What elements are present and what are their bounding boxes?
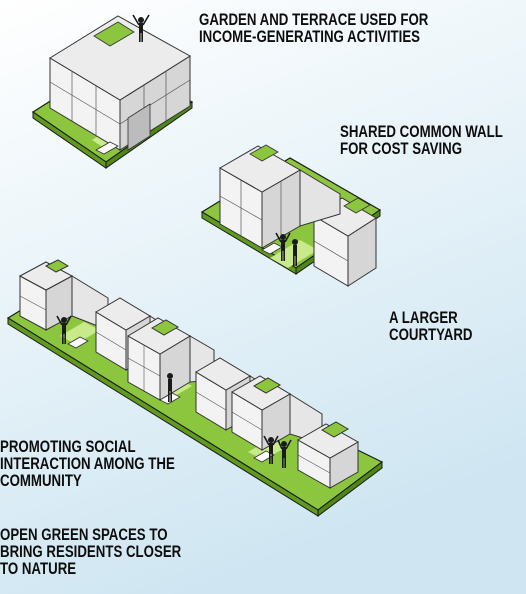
caption-green-spaces: OPEN GREEN SPACES TO BRING RESIDENTS CLO…	[0, 526, 181, 577]
caption-line: FOR COST SAVING	[340, 139, 463, 158]
caption-line: INCOME-GENERATING ACTIVITIES	[199, 27, 421, 46]
caption-line: INTERACTION AMONG THE	[0, 454, 175, 473]
person-silhouette-icon	[167, 373, 173, 402]
house-block-single	[31, 14, 194, 169]
caption-line: SHARED COMMON WALL	[340, 122, 503, 141]
caption-shared-wall: SHARED COMMON WALL FOR COST SAVING	[340, 123, 503, 157]
caption-line: PROMOTING SOCIAL	[0, 437, 136, 456]
person-silhouette-icon	[292, 239, 298, 266]
caption-social-interaction: PROMOTING SOCIAL INTERACTION AMONG THE C…	[0, 438, 175, 489]
roof-garden	[93, 21, 135, 47]
caption-line: GARDEN AND TERRACE USED FOR	[199, 10, 429, 29]
caption-line: TO NATURE	[0, 559, 77, 578]
building-roof	[49, 15, 191, 101]
person-silhouette-icon	[277, 439, 292, 468]
caption-line: BRING RESIDENTS CLOSER	[0, 542, 182, 561]
person-silhouette-icon	[56, 315, 72, 344]
house-block-row	[6, 259, 384, 517]
person-silhouette-icon	[263, 435, 279, 464]
caption-line: COMMUNITY	[0, 471, 82, 490]
house-block-pair	[200, 144, 382, 287]
caption-line: A LARGER	[389, 308, 458, 327]
person-silhouette-icon	[132, 14, 150, 42]
caption-line: OPEN GREEN SPACES TO	[0, 525, 168, 544]
caption-line: COURTYARD	[389, 325, 473, 344]
caption-larger-courtyard: A LARGER COURTYARD	[389, 309, 472, 343]
bench-icon	[95, 141, 119, 155]
person-silhouette-icon	[275, 232, 291, 261]
caption-garden-terrace: GARDEN AND TERRACE USED FOR INCOME-GENER…	[199, 11, 428, 45]
bench-icon	[67, 336, 89, 349]
